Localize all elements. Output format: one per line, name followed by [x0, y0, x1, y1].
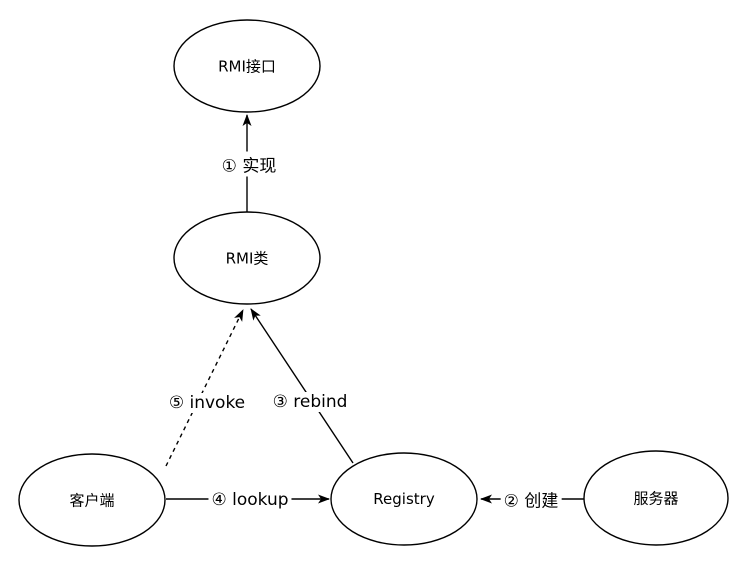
node-ellipse-registry — [330, 452, 478, 546]
edge-label-rebind: ③ rebind — [269, 392, 351, 412]
node-label-rmi-class: RMI类 — [225, 249, 269, 268]
node-label-server: 服务器 — [633, 489, 679, 508]
edge-label-create: ② 创建 — [500, 486, 562, 512]
edge-line-rebind — [250, 308, 354, 464]
edge-line-invoke — [165, 309, 244, 467]
node-ellipse-rmi-interface — [173, 19, 321, 113]
node-label-rmi-interface: RMI接口 — [218, 57, 276, 76]
node-ellipse-rmi-class — [173, 211, 321, 305]
edge-label-lookup: ④ lookup — [208, 490, 292, 510]
node-label-registry: Registry — [373, 490, 435, 508]
node-ellipse-server — [583, 450, 729, 546]
edge-label-invoke: ⑤ invoke — [165, 393, 249, 413]
edge-label-implement: ① 实现 — [218, 151, 280, 177]
node-ellipse-client — [18, 453, 166, 547]
node-label-client: 客户端 — [69, 491, 115, 510]
